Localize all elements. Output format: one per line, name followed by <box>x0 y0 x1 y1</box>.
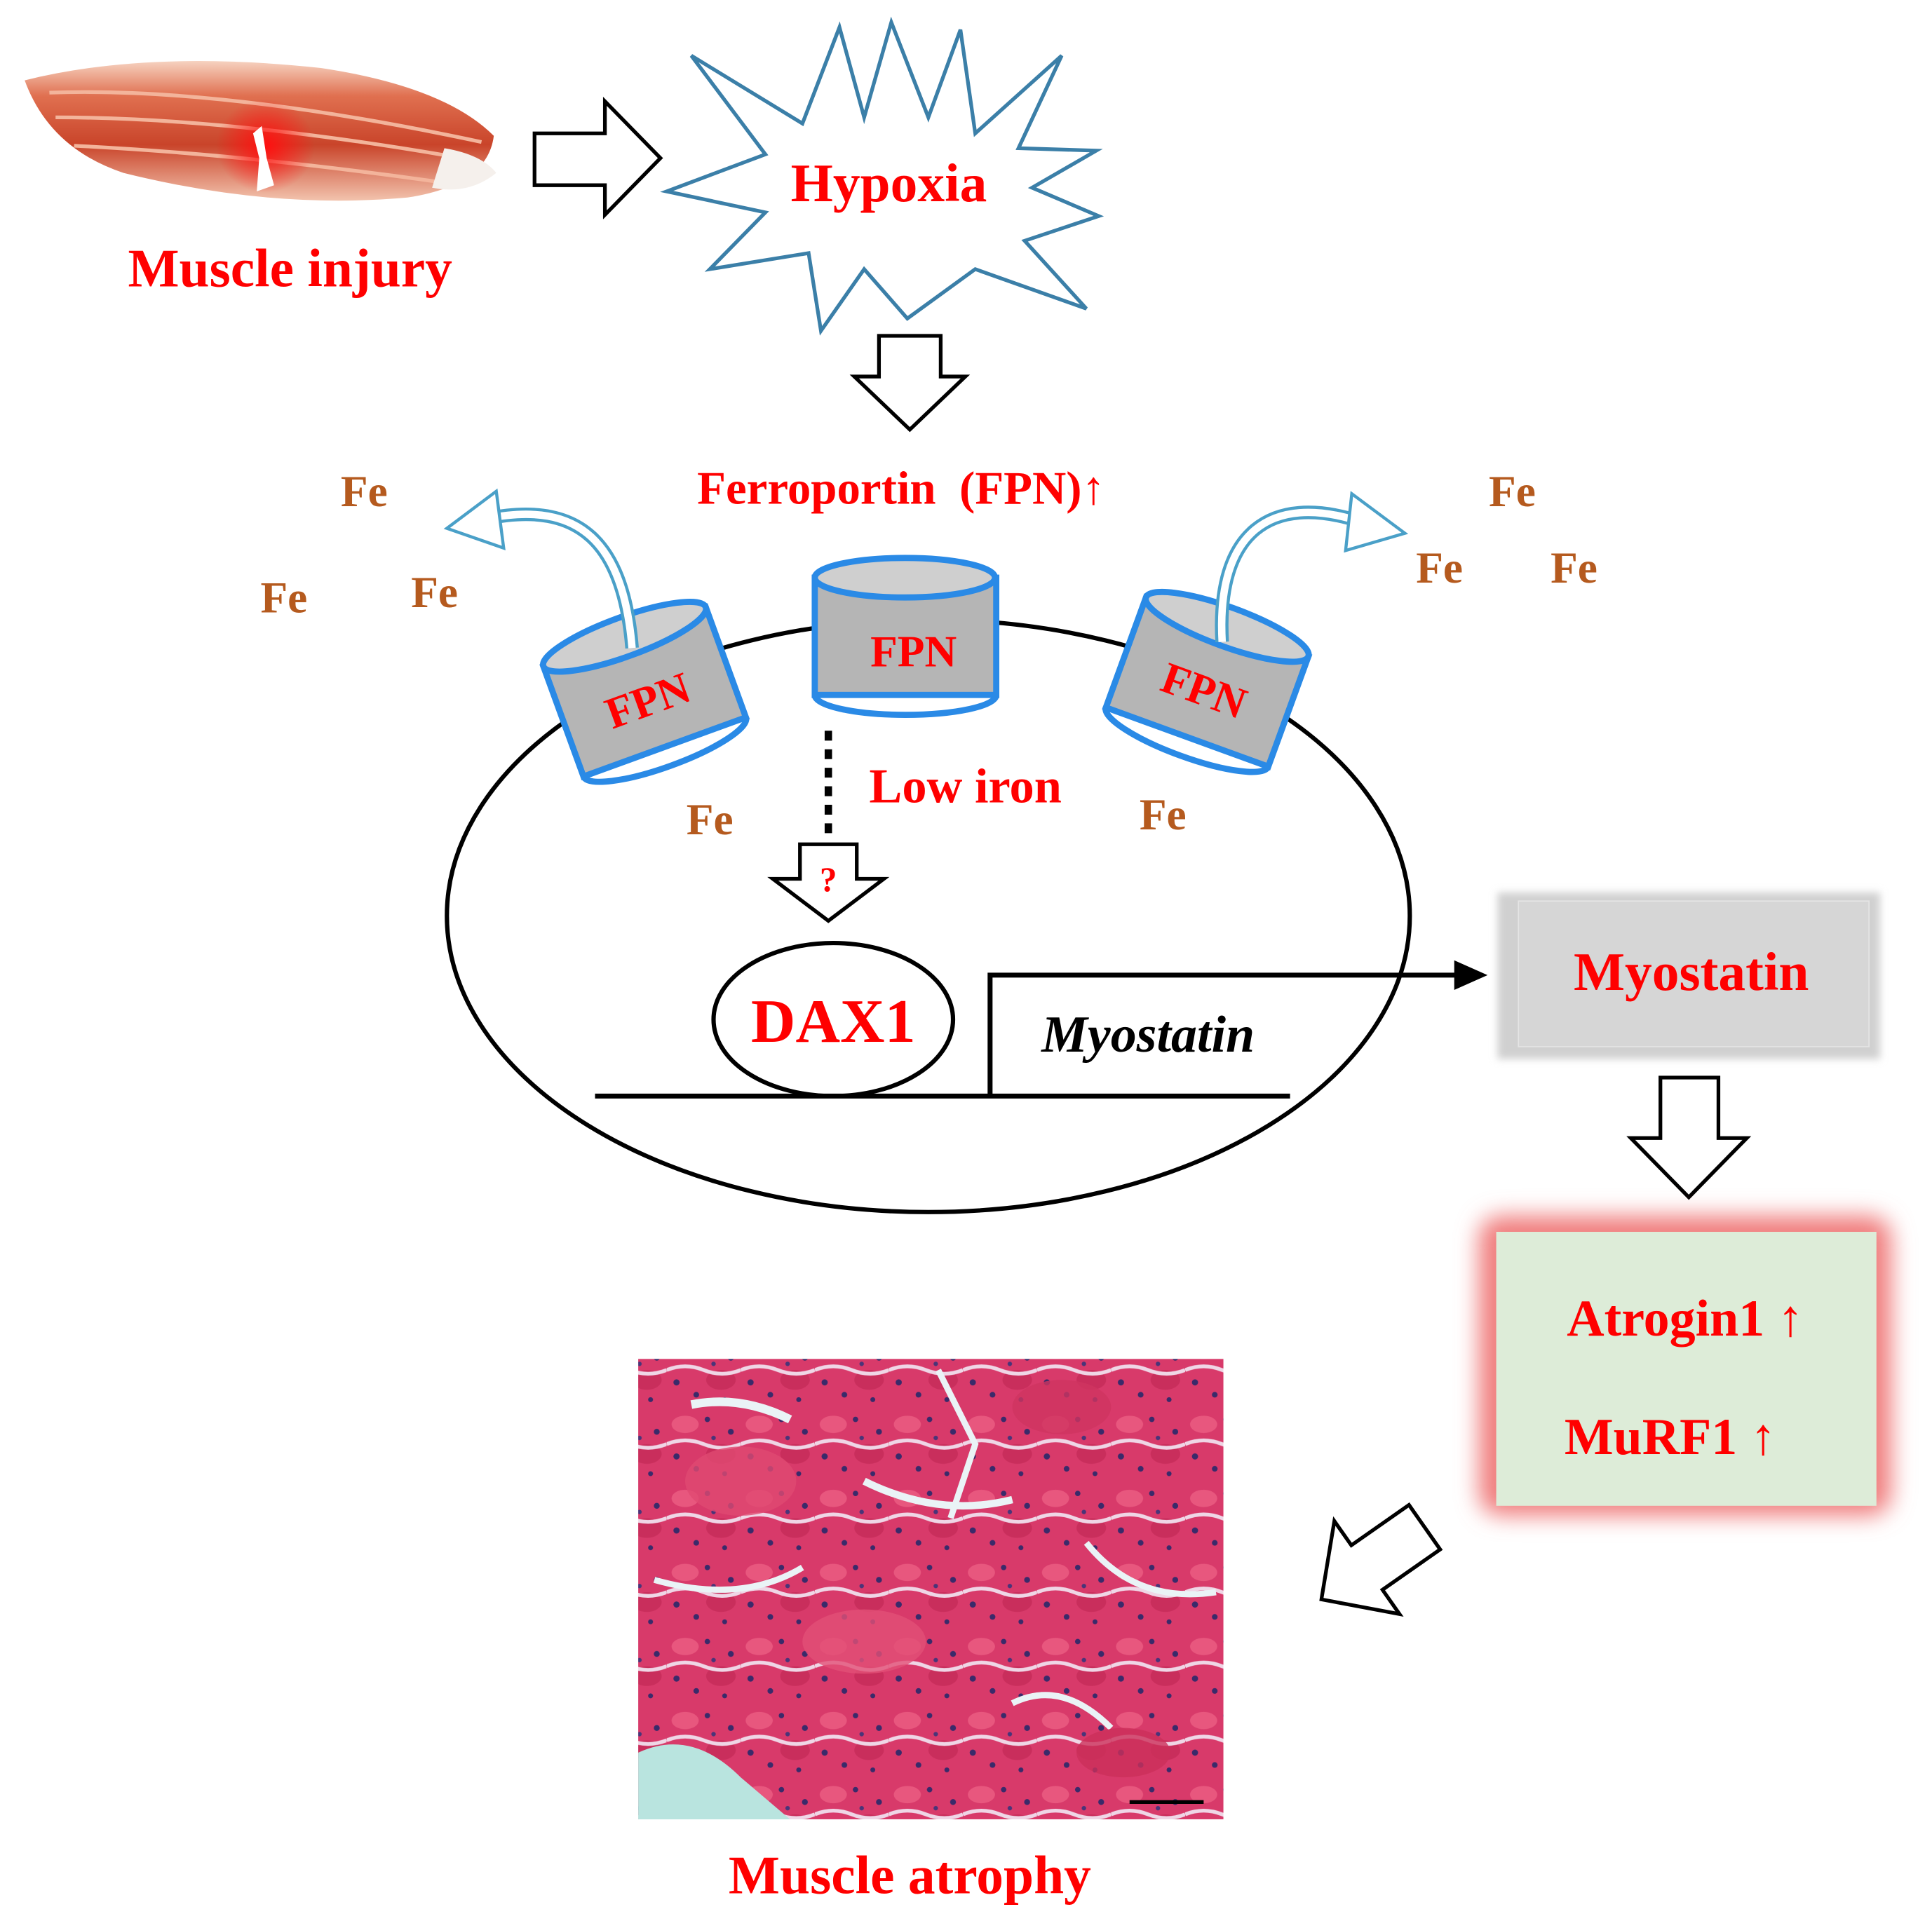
atrogin1-label: Atrogin1 ↑ <box>1567 1289 1803 1347</box>
fe-label: Fe <box>260 573 307 622</box>
arrow-to-ferroportin <box>849 334 971 433</box>
question-arrow <box>767 842 890 923</box>
arrow-to-atrogenes <box>1626 1075 1752 1200</box>
muscle-atrophy-label: Muscle atrophy <box>729 1845 1091 1906</box>
myostatin-protein-label: Myostatin <box>1574 942 1809 1002</box>
myostatin-box <box>1518 900 1870 1047</box>
iron-export-arrow-left <box>443 488 639 649</box>
fe-label: Fe <box>1489 467 1536 516</box>
fpn-channel-center: FPN <box>811 555 1000 718</box>
iron-export-arrow-right <box>1215 491 1409 643</box>
muscle-illustration <box>25 61 496 201</box>
histology-image <box>638 1359 1224 1819</box>
promoter-arrowhead <box>1454 960 1488 990</box>
arrow-to-atrophy <box>1319 1502 1443 1617</box>
hypoxia-starburst <box>660 16 1105 336</box>
fe-label: Fe <box>411 568 458 617</box>
fpn-channel-right: FPN <box>1102 588 1313 775</box>
fpn-label: FPN <box>870 627 957 677</box>
fpn-channel-left: FPN <box>539 599 750 785</box>
fe-label: Fe <box>687 795 734 844</box>
fe-label: Fe <box>1140 790 1187 839</box>
arrow-to-hypoxia <box>532 97 663 219</box>
dax1-label: DAX1 <box>751 988 916 1056</box>
question-mark: ? <box>820 860 837 899</box>
low-iron-label: Low iron <box>869 759 1062 813</box>
hypoxia-label: Hypoxia <box>791 153 987 213</box>
muscle-injury-label: Muscle injury <box>128 238 452 299</box>
fe-label: Fe <box>341 467 388 516</box>
fe-label: Fe <box>1416 543 1463 592</box>
atrogene-box <box>1496 1232 1877 1506</box>
ferroportin-label: Ferroportin (FPN)↑ <box>697 462 1105 514</box>
myostatin-gene-label: Myostatin <box>1041 1005 1255 1063</box>
fe-label: Fe <box>1551 543 1597 592</box>
murf1-label: MuRF1 ↑ <box>1565 1408 1776 1465</box>
promoter-arrow <box>987 969 1472 1097</box>
